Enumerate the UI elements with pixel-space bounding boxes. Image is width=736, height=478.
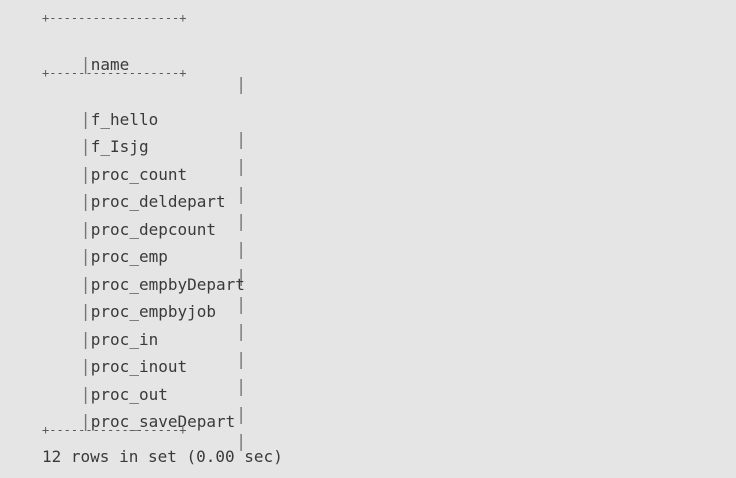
table-row: |f_Isjg | xyxy=(80,137,247,177)
table-row: |proc_empbyDepart | xyxy=(80,275,247,315)
table-row: |proc_emp | xyxy=(80,247,247,287)
table-cell-name: proc_emp xyxy=(90,247,168,266)
table-row: |proc_in | xyxy=(80,330,247,370)
table-row: |proc_empbyjob | xyxy=(80,302,247,342)
table-cell-name: proc_out xyxy=(90,385,168,404)
table-cell-name: proc_empbyjob xyxy=(90,302,217,321)
pipe-right: | xyxy=(236,75,247,95)
table-row: |proc_saveDepart | xyxy=(80,412,247,452)
table-row: |proc_depcount | xyxy=(80,220,247,260)
table-row: |proc_out | xyxy=(80,385,247,425)
table-cell-name: proc_depcount xyxy=(90,220,217,239)
pipe-left: | xyxy=(80,55,91,75)
table-border-bottom: +------------------+ xyxy=(42,423,187,437)
table-cell-name: proc_count xyxy=(90,165,188,184)
table-cell-name: proc_in xyxy=(90,330,159,349)
table-row: |proc_inout | xyxy=(80,357,247,397)
table-header-row: |name | xyxy=(42,35,247,95)
table-cell-name: proc_inout xyxy=(90,357,188,376)
column-header-name: name xyxy=(90,55,130,74)
table-cell-name: proc_deldepart xyxy=(90,192,226,211)
result-summary: 12 rows in set (0.00 sec) xyxy=(42,447,283,466)
table-row: |proc_deldepart | xyxy=(80,192,247,232)
table-cell-name: f_hello xyxy=(90,110,159,129)
table-row: |proc_count | xyxy=(80,165,247,205)
table-border-top: +------------------+ xyxy=(42,11,187,25)
table-cell-name: f_Isjg xyxy=(90,137,149,156)
table-row: |f_hello | xyxy=(80,110,247,150)
table-cell-name: proc_saveDepart xyxy=(90,412,236,431)
table-cell-name: proc_empbyDepart xyxy=(90,275,245,294)
table-border-mid: +------------------+ xyxy=(42,66,187,80)
